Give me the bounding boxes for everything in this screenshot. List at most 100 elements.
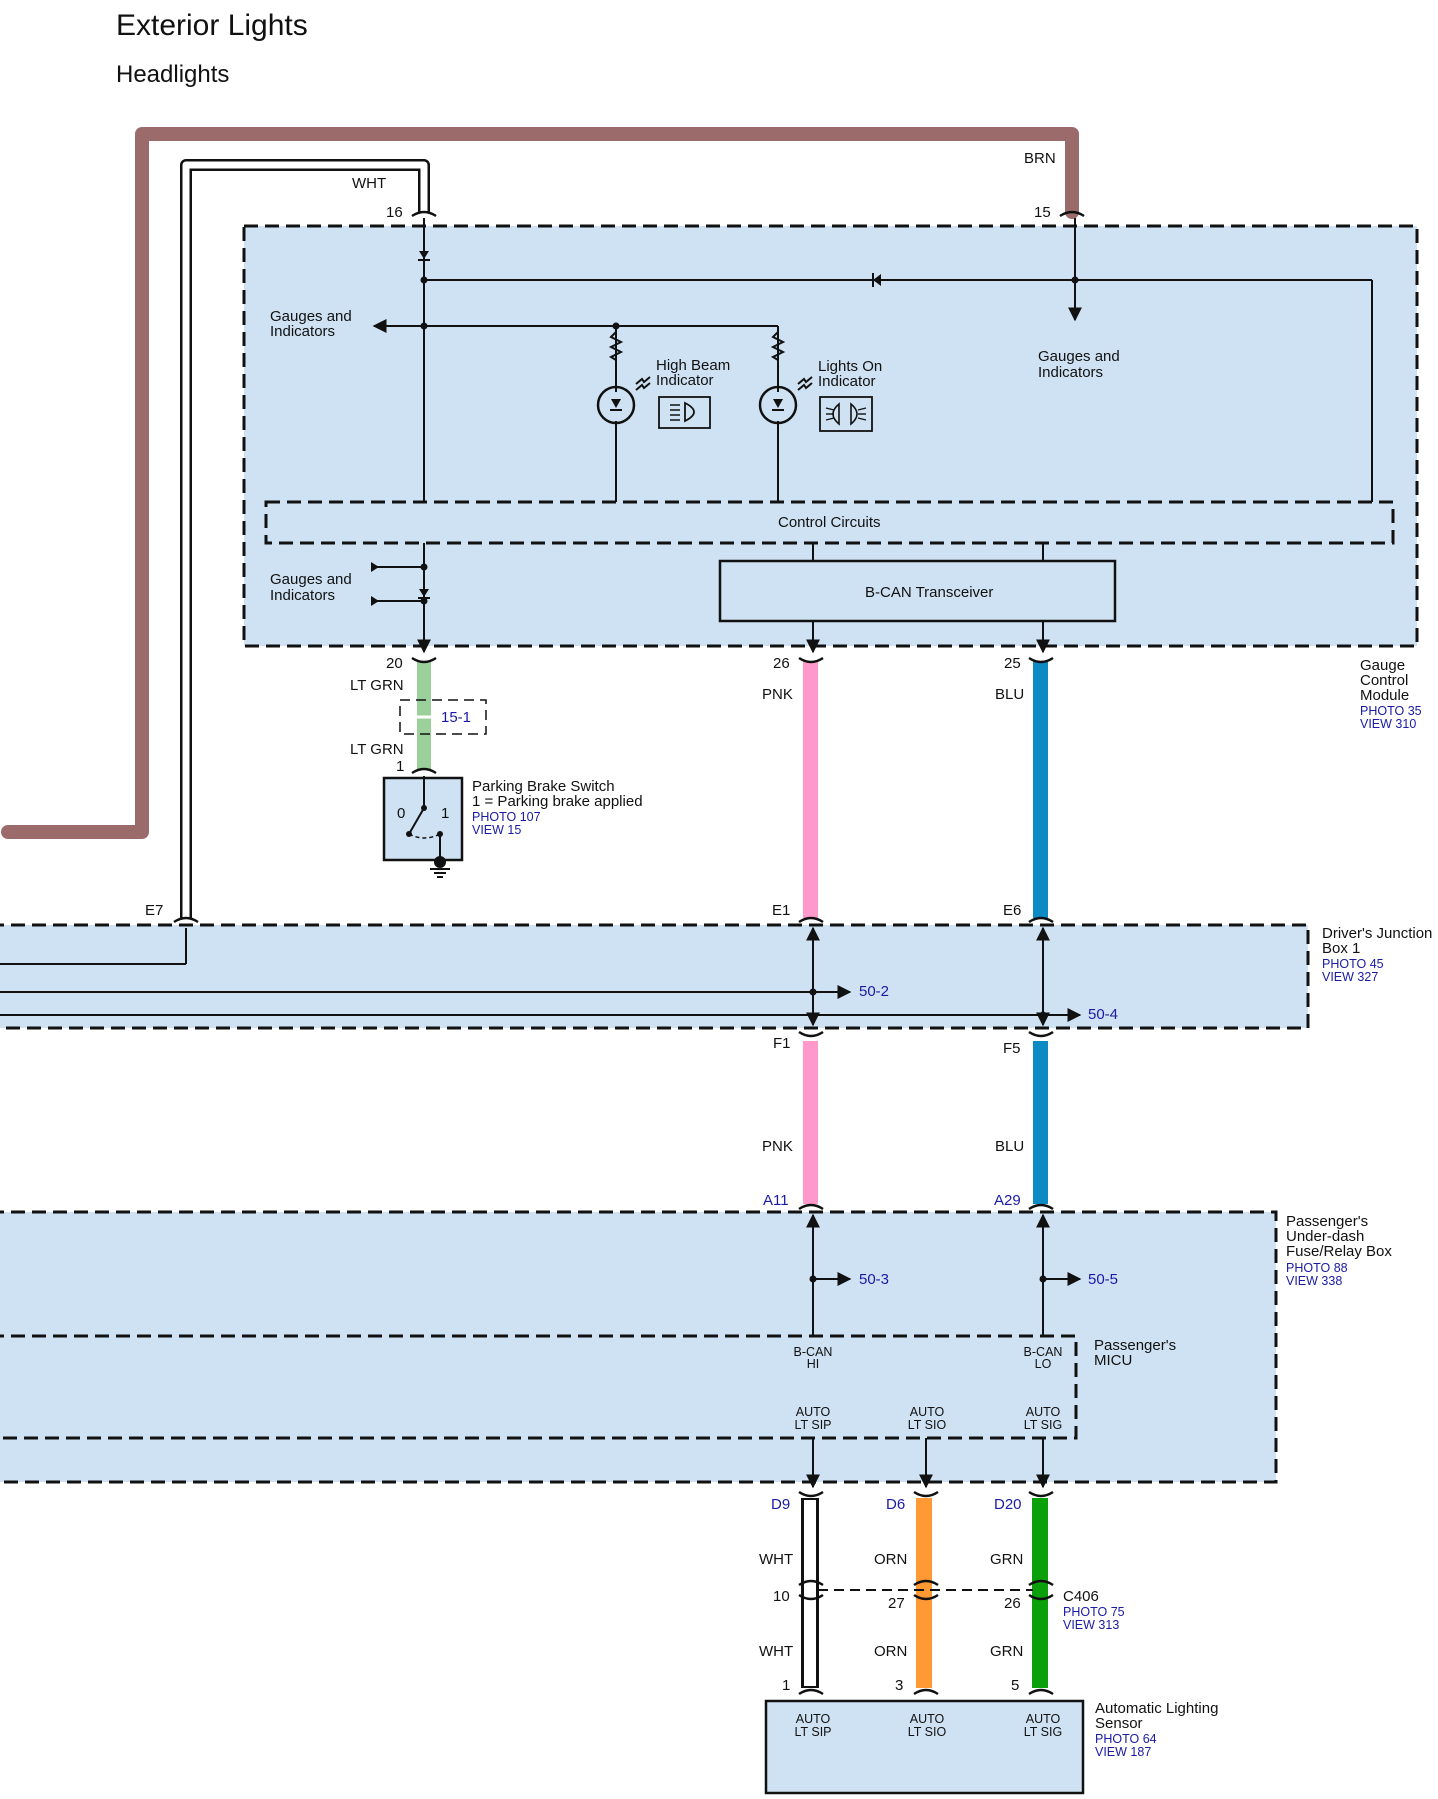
grn-wire [1032, 1498, 1048, 1688]
pin-26: 26 [773, 655, 790, 672]
page-subtitle: Headlights [116, 61, 229, 88]
drivers-jb-name-line1: Driver's Junction [1322, 925, 1432, 942]
sensor-auto-sip-line2: LT SIP [794, 1725, 831, 1739]
orn-label-mid: ORN [874, 1551, 907, 1568]
pin-e6: E6 [1003, 902, 1021, 919]
passenger-box-view-link[interactable]: VIEW 338 [1286, 1274, 1342, 1288]
control-circuits-box [264, 500, 1395, 545]
c406-name: C406 [1063, 1588, 1099, 1605]
sensor-pin-5: 5 [1011, 1677, 1019, 1694]
ref-50-5-link[interactable]: 50-5 [1088, 1271, 1118, 1288]
gauge-module-photo-link[interactable]: PHOTO 35 [1360, 704, 1422, 718]
splice-15-1-link[interactable]: 15-1 [441, 709, 471, 726]
pin-d9: D9 [771, 1496, 790, 1513]
parking-brake-pin-1: 1 [396, 758, 404, 775]
passenger-box-name-line2: Under-dash [1286, 1228, 1364, 1245]
parking-brake-photo-link[interactable]: PHOTO 107 [472, 810, 541, 824]
drivers-junction-box [0, 923, 1310, 1030]
micu-auto-sig-line1: AUTO [1026, 1405, 1061, 1419]
orn-label-low: ORN [874, 1643, 907, 1660]
passengers-fuse-relay-box [0, 1210, 1278, 1484]
gauge-module-name-line3: Module [1360, 687, 1409, 704]
pin-15: 15 [1034, 204, 1051, 221]
wht-label-low: WHT [759, 1643, 793, 1660]
sensor-name-line1: Automatic Lighting [1095, 1700, 1218, 1717]
grn-label-low: GRN [990, 1643, 1023, 1660]
drivers-jb-photo-link[interactable]: PHOTO 45 [1322, 957, 1384, 971]
gauge-module-internal-wiring [371, 218, 1373, 654]
pin-16: 16 [386, 204, 403, 221]
splice-15-1-box [399, 699, 487, 735]
drivers-jb-view-link[interactable]: VIEW 327 [1322, 970, 1378, 984]
micu-name-line2: MICU [1094, 1352, 1132, 1369]
pin-d6: D6 [886, 1496, 905, 1513]
ref-50-2-link[interactable]: 50-2 [859, 983, 889, 1000]
high-beam-label-line1: High Beam [656, 357, 730, 374]
pin-20: 20 [386, 655, 403, 672]
orn-wire [916, 1498, 932, 1688]
ref-50-3-link[interactable]: 50-3 [859, 1271, 889, 1288]
page-title: Exterior Lights [116, 9, 308, 42]
sensor-pin-1: 1 [782, 1677, 790, 1694]
parking-brake-pos-1: 1 [441, 805, 449, 822]
parking-brake-switch-box [382, 776, 464, 862]
wht-label-mid: WHT [759, 1551, 793, 1568]
passenger-box-name-line3: Fuse/Relay Box [1286, 1243, 1392, 1260]
parking-brake-view-link[interactable]: VIEW 15 [472, 823, 521, 837]
blu-label-lower: BLU [995, 1138, 1024, 1155]
c406-photo-link[interactable]: PHOTO 75 [1063, 1605, 1125, 1619]
sensor-auto-sio-line1: AUTO [910, 1712, 945, 1726]
lights-on-icon [819, 396, 873, 432]
ref-50-4-link[interactable]: 50-4 [1088, 1006, 1118, 1023]
passenger-box-internal-wiring [806, 1213, 1082, 1489]
sensor-view-link[interactable]: VIEW 187 [1095, 1745, 1151, 1759]
sensor-name-line2: Sensor [1095, 1715, 1143, 1732]
pin-e1: E1 [772, 902, 790, 919]
micu-auto-sig-line2: LT SIG [1024, 1418, 1062, 1432]
gauges-left-1-line1: Gauges and [270, 308, 352, 325]
wht-label-top: WHT [352, 175, 386, 192]
wht-wire [182, 161, 428, 918]
pnk-wire-upper [803, 661, 818, 918]
parking-brake-switch-symbol [406, 776, 450, 878]
pnk-label-lower: PNK [762, 1138, 793, 1155]
sensor-auto-sip-line1: AUTO [796, 1712, 831, 1726]
pin-d20: D20 [994, 1496, 1022, 1513]
brn-wire [1, 127, 1079, 839]
gauges-right-line2: Indicators [1038, 364, 1103, 381]
gauges-left-2-line2: Indicators [270, 587, 335, 604]
micu-auto-sip-line1: AUTO [796, 1405, 831, 1419]
blu-wire-lower [1033, 1041, 1048, 1204]
pin-25: 25 [1004, 655, 1021, 672]
c406-view-link[interactable]: VIEW 313 [1063, 1618, 1119, 1632]
lt-grn-label-upper: LT GRN [350, 677, 404, 694]
grn-label-mid: GRN [990, 1551, 1023, 1568]
gauge-module-name-line2: Control [1360, 672, 1408, 689]
sensor-pin-3: 3 [895, 1677, 903, 1694]
pnk-label-upper: PNK [762, 686, 793, 703]
brn-label: BRN [1024, 150, 1056, 167]
passenger-box-photo-link[interactable]: PHOTO 88 [1286, 1261, 1348, 1275]
gauge-module-view-link[interactable]: VIEW 310 [1360, 717, 1416, 731]
lights-on-label-line1: Lights On [818, 358, 882, 375]
blu-label-upper: BLU [995, 686, 1024, 703]
gauge-module-junction-dots [420, 276, 1079, 605]
pin-f5: F5 [1003, 1040, 1021, 1057]
pin-a11: A11 [763, 1192, 789, 1209]
pin-a29: A29 [994, 1192, 1021, 1209]
gauges-right-line1: Gauges and [1038, 348, 1120, 365]
pin-27: 27 [888, 1595, 905, 1612]
sensor-photo-link[interactable]: PHOTO 64 [1095, 1732, 1157, 1746]
gauges-left-2-line1: Gauges and [270, 571, 352, 588]
passenger-box-name-line1: Passenger's [1286, 1213, 1368, 1230]
high-beam-label-line2: Indicator [656, 372, 714, 389]
passengers-micu-box [0, 1334, 1078, 1440]
wht-wire-2 [804, 1500, 816, 1686]
pin-10: 10 [773, 1588, 790, 1605]
micu-auto-sio-line2: LT SIO [908, 1418, 947, 1432]
pin-f1: F1 [773, 1035, 791, 1052]
parking-brake-pos-0: 0 [397, 805, 405, 822]
pin-26-c406: 26 [1004, 1595, 1021, 1612]
